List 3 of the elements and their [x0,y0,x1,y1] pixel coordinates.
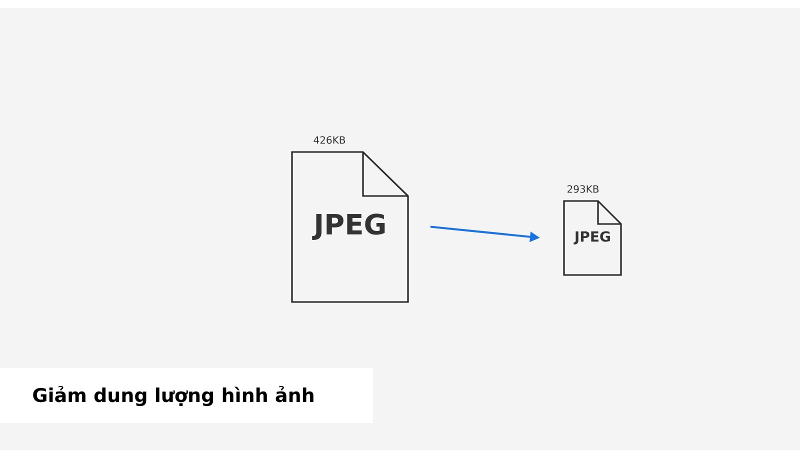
file-size-label: 293KB [568,185,599,193]
file-size-label: 426KB [314,136,346,144]
caption-band: Giảm dung lượng hình ảnh [0,368,373,423]
